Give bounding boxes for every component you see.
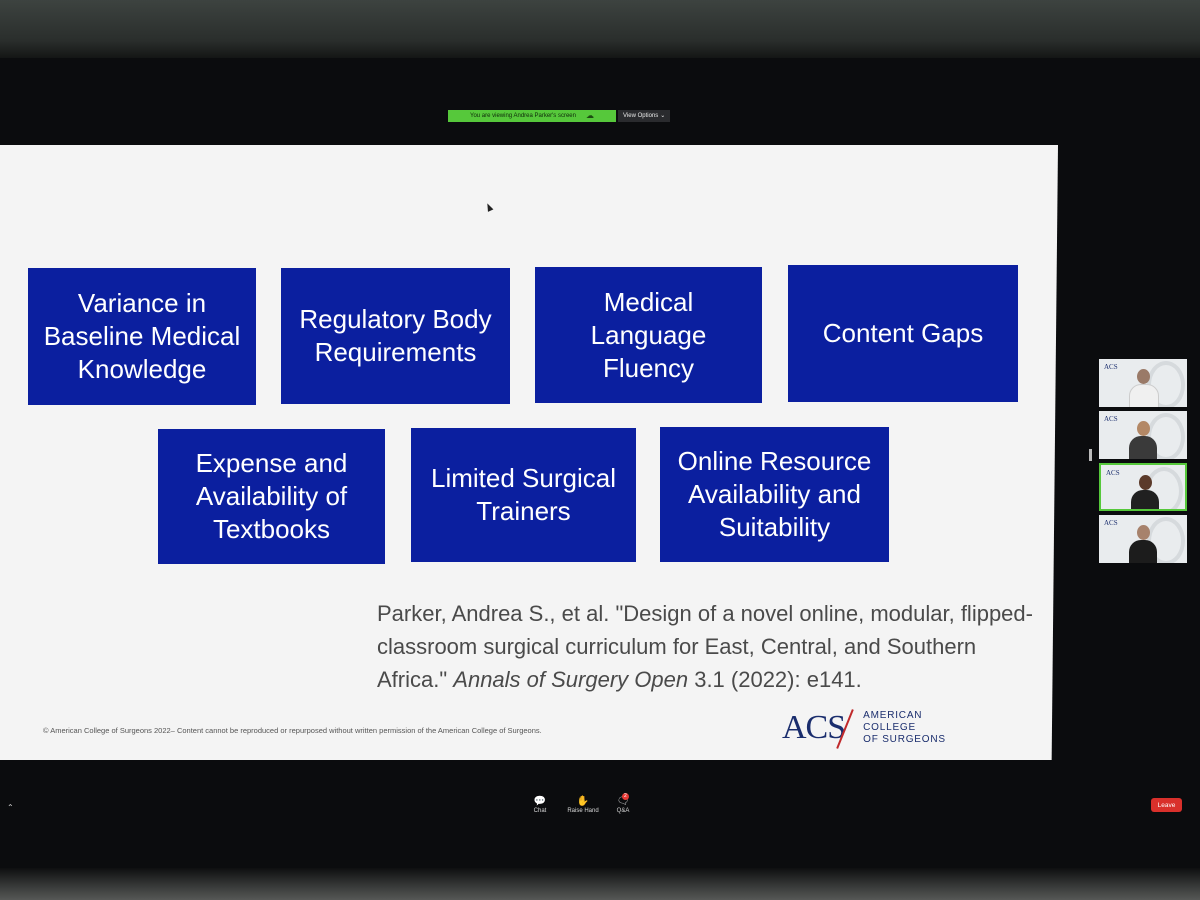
participant-video-1[interactable]: ACS [1099, 359, 1187, 407]
citation-details: 3.1 (2022): e141. [688, 667, 862, 692]
photo-background-bottom [0, 868, 1200, 900]
chat-label: Chat [533, 808, 547, 814]
mouse-cursor-icon [484, 202, 494, 212]
copyright-notice: © American College of Surgeons 2022– Con… [43, 726, 542, 735]
meeting-toolbar: 💬 Chat ✋ Raise Hand 🗨 2 Q&A [0, 790, 1200, 820]
acs-logo-mark: ACS [782, 709, 854, 749]
chat-bubble-icon: 💬 [533, 796, 547, 807]
gallery-resize-handle[interactable] [1089, 449, 1092, 461]
participant-logo: ACS [1106, 469, 1120, 477]
qa-button[interactable]: 🗨 2 Q&A [614, 793, 632, 814]
person-figure [1129, 369, 1159, 407]
challenge-box-3: Medical Language Fluency [535, 267, 762, 403]
participant-logo: ACS [1104, 415, 1118, 423]
challenge-box-label: Content Gaps [822, 318, 984, 348]
challenge-box-label: Expense and Availability of Textbooks [195, 448, 348, 544]
acs-logo-text: AMERICAN COLLEGE OF SURGEONS [863, 710, 973, 746]
qa-icon: 🗨 [616, 796, 630, 807]
participant-video-4[interactable]: ACS [1099, 515, 1187, 563]
hand-icon: ✋ [576, 796, 590, 807]
share-status-text: You are viewing Andrea Parker's screen [470, 113, 576, 119]
citation-journal: Annals of Surgery Open [453, 667, 689, 692]
challenge-box-label: Limited Surgical Trainers [431, 463, 616, 526]
challenge-box-label: Variance in Baseline Medical Knowledge [43, 288, 241, 384]
share-banner: You are viewing Andrea Parker's screen ☁… [448, 110, 671, 122]
acs-logo: ACS AMERICAN COLLEGE OF SURGEONS [782, 709, 973, 749]
chat-button[interactable]: 💬 Chat [531, 796, 549, 814]
chevron-up-icon[interactable]: ⌃ [7, 803, 14, 812]
acs-logo-line-2: OF SURGEONS [863, 734, 946, 745]
challenge-box-7: Online Resource Availability and Suitabi… [660, 427, 889, 562]
person-figure [1131, 475, 1159, 509]
citation: Parker, Andrea S., et al. "Design of a n… [377, 597, 1047, 696]
participant-video-2[interactable]: ACS [1099, 411, 1187, 459]
chevron-down-icon: ⌄ [660, 113, 666, 119]
acs-logo-line-1: AMERICAN COLLEGE [863, 710, 923, 733]
challenge-box-6: Limited Surgical Trainers [411, 428, 636, 562]
challenge-box-label: Medical Language Fluency [590, 286, 707, 383]
cloud-icon: ☁ [585, 111, 594, 120]
participant-logo: ACS [1104, 519, 1118, 527]
person-figure [1129, 525, 1157, 563]
challenge-box-5: Expense and Availability of Textbooks [158, 429, 385, 564]
view-options-label: View Options [623, 113, 659, 119]
leave-button[interactable]: Leave [1151, 798, 1182, 812]
shared-slide: Variance in Baseline Medical Knowledge R… [0, 145, 1058, 760]
challenge-box-label: Online Resource Availability and Suitabi… [677, 446, 872, 542]
citation-text: Parker, Andrea S., et al. "Design of a n… [377, 601, 1033, 692]
share-status: You are viewing Andrea Parker's screen ☁ [448, 110, 616, 122]
participant-logo: ACS [1104, 363, 1118, 371]
challenge-box-2: Regulatory Body Requirements [281, 268, 510, 404]
challenge-box-4: Content Gaps [788, 265, 1018, 402]
raise-hand-button[interactable]: ✋ Raise Hand [565, 796, 601, 814]
qa-badge: 2 [622, 793, 629, 800]
challenge-box-1: Variance in Baseline Medical Knowledge [28, 268, 256, 405]
participant-video-3-speaking[interactable]: ACS [1099, 463, 1187, 511]
person-figure [1129, 421, 1157, 459]
raise-hand-label: Raise Hand [567, 808, 599, 814]
view-options-button[interactable]: View Options ⌄ [618, 110, 671, 122]
photo-background-top [0, 0, 1200, 58]
challenge-box-label: Regulatory Body Requirements [299, 304, 492, 367]
acs-logo-mark-text: ACS [782, 709, 846, 746]
qa-label: Q&A [616, 808, 630, 814]
